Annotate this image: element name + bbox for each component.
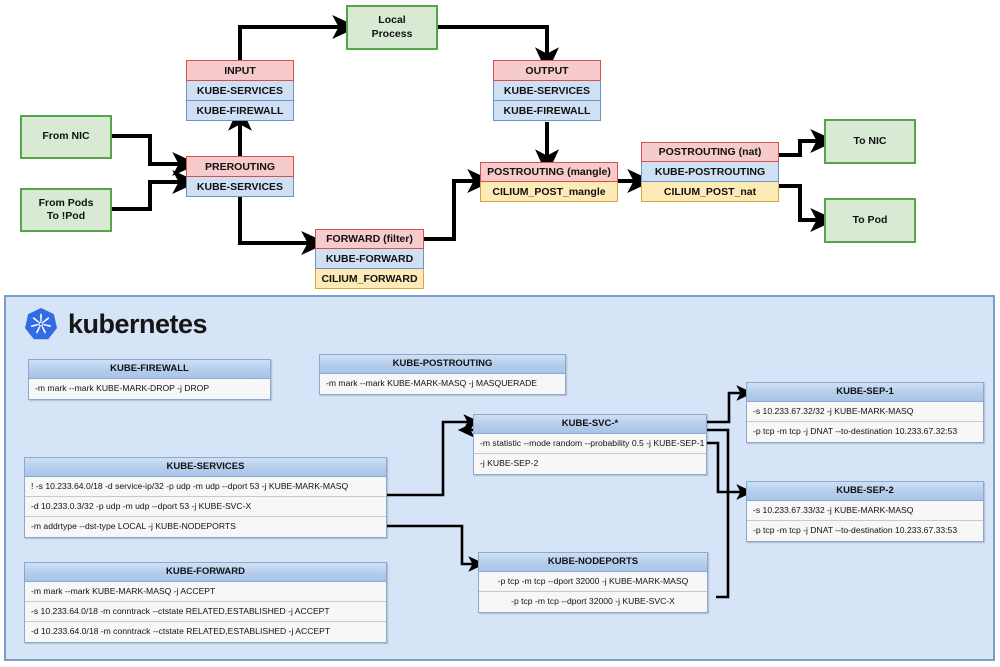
node-to-pod: To Pod [824,198,916,243]
card-kube-firewall: KUBE-FIREWALL -m mark --mark KUBE-MARK-D… [28,359,271,400]
card-rule: -p tcp -m tcp -j DNAT --to-destination 1… [747,521,983,541]
chain-prerouting: PREROUTING KUBE-SERVICES [186,156,294,197]
card-kube-services: KUBE-SERVICES ! -s 10.233.64.0/18 -d ser… [24,457,387,538]
kubernetes-wordmark: kubernetes [68,308,208,339]
chain-row: KUBE-SERVICES [186,81,294,101]
card-rule: -m mark --mark KUBE-MARK-MASQ -j ACCEPT [25,582,386,602]
card-rule: -s 10.233.64.0/18 -m conntrack --ctstate… [25,602,386,622]
chain-row: KUBE-FORWARD [315,249,424,269]
card-rule: -d 10.233.64.0/18 -m conntrack --ctstate… [25,622,386,642]
card-rule: -m statistic --mode random --probability… [474,434,706,454]
card-kube-sep-1: KUBE-SEP-1 -s 10.233.67.32/32 -j KUBE-MA… [746,382,984,443]
card-rule: -d 10.233.0.3/32 -p udp -m udp --dport 5… [25,497,386,517]
node-label: To NIC [853,134,887,147]
chain-row: KUBE-SERVICES [186,177,294,197]
card-rule: -m addrtype --dst-type LOCAL -j KUBE-NOD… [25,517,386,537]
card-kube-nodeports: KUBE-NODEPORTS -p tcp -m tcp --dport 320… [478,552,708,613]
card-rule: -p tcp -m tcp -j DNAT --to-destination 1… [747,422,983,442]
card-title: KUBE-POSTROUTING [320,355,565,374]
card-rule: -s 10.233.67.33/32 -j KUBE-MARK-MASQ [747,501,983,521]
chain-forward: FORWARD (filter) KUBE-FORWARD CILIUM_FOR… [315,229,424,289]
card-kube-postrouting: KUBE-POSTROUTING -m mark --mark KUBE-MAR… [319,354,566,395]
chain-postrouting-mangle: POSTROUTING (mangle) CILIUM_POST_mangle [480,162,618,202]
chain-title: POSTROUTING (mangle) [480,162,618,182]
node-from-nic: From NIC [20,115,112,159]
chain-row: KUBE-SERVICES [493,81,601,101]
chain-title: INPUT [186,60,294,81]
kubernetes-brand: kubernetes [24,307,208,341]
chain-row-cilium: CILIUM_POST_nat [641,182,779,202]
card-kube-svc-star: KUBE-SVC-* -m statistic --mode random --… [473,414,707,475]
card-kube-sep-2: KUBE-SEP-2 -s 10.233.67.33/32 -j KUBE-MA… [746,481,984,542]
kubernetes-helm-icon [25,308,57,340]
card-title: KUBE-FIREWALL [29,360,270,379]
card-rule: -s 10.233.67.32/32 -j KUBE-MARK-MASQ [747,402,983,422]
card-rule: -m mark --mark KUBE-MARK-DROP -j DROP [29,379,270,399]
chain-title: OUTPUT [493,60,601,81]
card-rule: -p tcp -m tcp --dport 32000 -j KUBE-SVC-… [479,592,707,612]
chain-input: INPUT KUBE-SERVICES KUBE-FIREWALL [186,60,294,121]
card-title: KUBE-SEP-1 [747,383,983,402]
chain-row: KUBE-FIREWALL [493,101,601,121]
chain-row: KUBE-POSTROUTING [641,162,779,182]
card-title: KUBE-SVC-* [474,415,706,434]
card-rule: -m mark --mark KUBE-MARK-MASQ -j MASQUER… [320,374,565,394]
card-title: KUBE-SERVICES [25,458,386,477]
card-rule: -j KUBE-SEP-2 [474,454,706,474]
card-title: KUBE-NODEPORTS [479,553,707,572]
chain-postrouting-nat: POSTROUTING (nat) KUBE-POSTROUTING CILIU… [641,142,779,202]
chain-title: FORWARD (filter) [315,229,424,249]
chain-title: PREROUTING [186,156,294,177]
chain-row: KUBE-FIREWALL [186,101,294,121]
card-kube-forward: KUBE-FORWARD -m mark --mark KUBE-MARK-MA… [24,562,387,643]
card-rule: -p tcp -m tcp --dport 32000 -j KUBE-MARK… [479,572,707,592]
node-to-nic: To NIC [824,119,916,164]
node-label: From NIC [42,130,90,143]
card-title: KUBE-FORWARD [25,563,386,582]
chain-title: POSTROUTING (nat) [641,142,779,162]
kubernetes-panel: kubernetes KUBE-FIREWALL -m mark --mark … [4,295,995,661]
chain-row-cilium: CILIUM_FORWARD [315,269,424,289]
card-title: KUBE-SEP-2 [747,482,983,501]
chain-row-cilium: CILIUM_POST_mangle [480,182,618,202]
chain-output: OUTPUT KUBE-SERVICES KUBE-FIREWALL [493,60,601,121]
card-rule: ! -s 10.233.64.0/18 -d service-ip/32 -p … [25,477,386,497]
node-label: To Pod [852,213,888,226]
